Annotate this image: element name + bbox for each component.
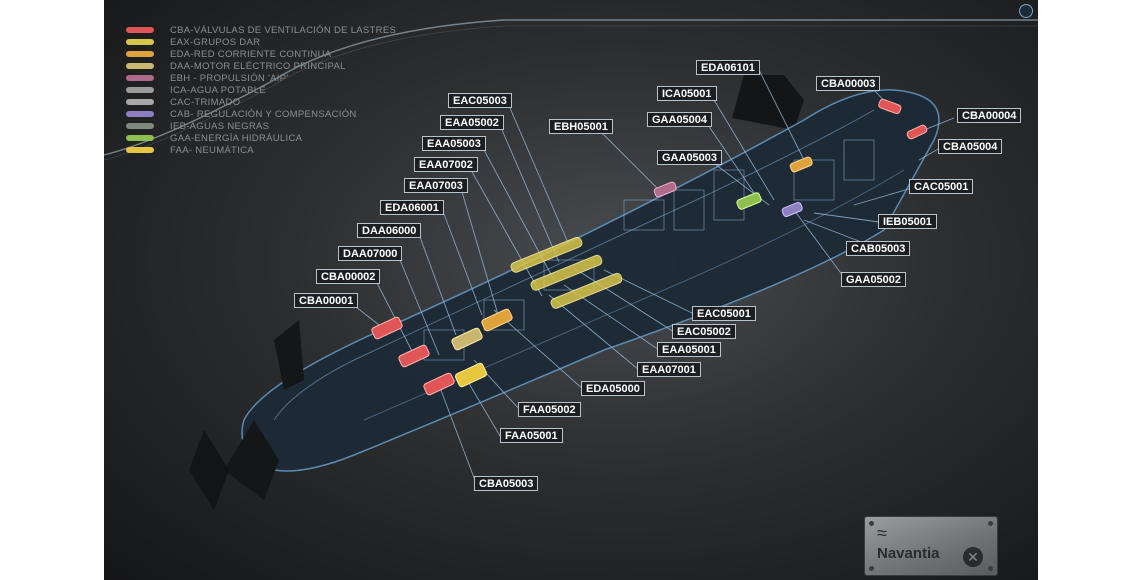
tag-cba00001[interactable]: CBA00001 (294, 293, 359, 308)
legend-swatch (126, 27, 154, 33)
legend-item: FAA- NEUMÁTICA (126, 144, 396, 156)
highlight-ebh05001 (653, 181, 677, 198)
tag-eaa07002[interactable]: EAA07002 (414, 157, 478, 172)
tag-daa07000[interactable]: DAA07000 (338, 246, 403, 261)
legend-label: FAA- NEUMÁTICA (170, 144, 254, 156)
legend-item: CAB- REGULACIÓN Y COMPENSACIÓN (126, 108, 396, 120)
legend-label: EAX-GRUPOS DAR (170, 36, 261, 48)
legend-swatch (126, 147, 154, 153)
legend-swatch (126, 135, 154, 141)
legend-label: ICA-AGUA POTABLE (170, 84, 266, 96)
legend-label: CBA-VÁLVULAS DE VENTILACIÓN DE LASTRES (170, 24, 397, 36)
tag-cba05004[interactable]: CBA05004 (938, 139, 1003, 154)
tag-daa06000[interactable]: DAA06000 (357, 223, 422, 238)
highlight-cba00001 (371, 316, 403, 340)
component-highlights (371, 98, 928, 396)
submarine-diagram (104, 19, 1038, 510)
highlight-eda06001 (481, 308, 513, 332)
legend-item: GAA-ENERGÍA HIDRÁULICA (126, 132, 396, 144)
legend-item: DAA-MOTOR ELÉCTRICO PRINCIPAL (126, 60, 396, 72)
screw-icon (988, 566, 993, 571)
tag-cba00002[interactable]: CBA00002 (316, 269, 381, 284)
legend-swatch (126, 87, 154, 93)
tag-eaa07001[interactable]: EAA07001 (637, 362, 701, 377)
legend-swatch (126, 75, 154, 81)
legend-item: EDA-RED CORRIENTE CONTINUA (126, 48, 396, 60)
legend-label: DAA-MOTOR ELÉCTRICO PRINCIPAL (170, 60, 346, 72)
legend-swatch (126, 123, 154, 129)
tag-eda06001[interactable]: EDA06001 (380, 200, 444, 215)
wave-icon: ≈ (877, 523, 887, 543)
legend-label: IEB-AGUAS NEGRAS (170, 120, 270, 132)
tail-fin-lower (224, 420, 279, 500)
submarine-sail (732, 75, 804, 130)
legend-swatch (126, 111, 154, 117)
legend-label: EBH - PROPULSIÓN 'AIP' (170, 72, 289, 84)
tag-eaa05001[interactable]: EAA05001 (657, 342, 721, 357)
highlight-eaa-2 (530, 254, 603, 291)
legend-label: CAC-TRIMADO (170, 96, 241, 108)
screw-icon (869, 566, 874, 571)
highlight-cba00004 (906, 124, 928, 140)
legend-item: EAX-GRUPOS DAR (126, 36, 396, 48)
highlight-eda06101 (789, 156, 813, 173)
highlight-cba00003 (878, 98, 902, 115)
propeller (189, 430, 229, 510)
screw-icon (869, 521, 874, 526)
close-icon[interactable]: ✕ (963, 547, 983, 567)
tag-cba05003[interactable]: CBA05003 (474, 476, 539, 491)
legend-label: GAA-ENERGÍA HIDRÁULICA (170, 132, 303, 144)
tag-eda06101[interactable]: EDA06101 (696, 60, 760, 75)
legend-item: CAC-TRIMADO (126, 96, 396, 108)
legend-label: CAB- REGULACIÓN Y COMPENSACIÓN (170, 108, 357, 120)
tag-cba00003[interactable]: CBA00003 (816, 76, 881, 91)
legend-item: ICA-AGUA POTABLE (126, 84, 396, 96)
tag-ebh05001[interactable]: EBH05001 (549, 119, 613, 134)
highlight-faa05001 (454, 362, 488, 388)
highlight-eaa-3 (550, 272, 623, 309)
legend-swatch (126, 51, 154, 57)
tag-gaa05002[interactable]: GAA05002 (841, 272, 907, 287)
legend-item: CBA-VÁLVULAS DE VENTILACIÓN DE LASTRES (126, 24, 396, 36)
corner-info-button[interactable] (1019, 4, 1033, 18)
tag-eaa05003[interactable]: EAA05003 (422, 136, 486, 151)
legend-label: EDA-RED CORRIENTE CONTINUA (170, 48, 332, 60)
tag-gaa05004[interactable]: GAA05004 (647, 112, 713, 127)
tag-eac05002[interactable]: EAC05002 (672, 324, 736, 339)
legend-item: IEB-AGUAS NEGRAS (126, 120, 396, 132)
highlight-cab05003 (781, 201, 803, 217)
legend-swatch (126, 63, 154, 69)
tag-eac05003[interactable]: EAC05003 (448, 93, 512, 108)
highlight-cba00002 (398, 344, 430, 368)
tag-faa05001[interactable]: FAA05001 (500, 428, 563, 443)
tag-ieb05001[interactable]: IEB05001 (878, 214, 937, 229)
tag-cac05001[interactable]: CAC05001 (909, 179, 974, 194)
highlight-cba05003 (423, 372, 455, 396)
tag-eaa05002[interactable]: EAA05002 (440, 115, 504, 130)
tag-cba00004[interactable]: CBA00004 (957, 108, 1022, 123)
tag-eaa07003[interactable]: EAA07003 (404, 178, 468, 193)
tail-fin-upper (274, 320, 304, 390)
highlight-gaa (736, 192, 762, 210)
tag-eac05001[interactable]: EAC05001 (692, 306, 756, 321)
tag-faa05002[interactable]: FAA05002 (518, 402, 581, 417)
legend-swatch (126, 39, 154, 45)
brand-name: Navantia (877, 545, 940, 562)
tag-eda05000[interactable]: EDA05000 (581, 381, 645, 396)
tag-gaa05003[interactable]: GAA05003 (657, 150, 723, 165)
tag-ica05001[interactable]: ICA05001 (657, 86, 717, 101)
navantia-badge: ≈ Navantia ✕ (864, 516, 998, 576)
legend-item: EBH - PROPULSIÓN 'AIP' (126, 72, 396, 84)
screw-icon (988, 521, 993, 526)
legend-swatch (126, 99, 154, 105)
highlight-daa07000 (451, 327, 483, 351)
highlight-eaa-1 (510, 236, 583, 273)
tag-cab05003[interactable]: CAB05003 (846, 241, 911, 256)
